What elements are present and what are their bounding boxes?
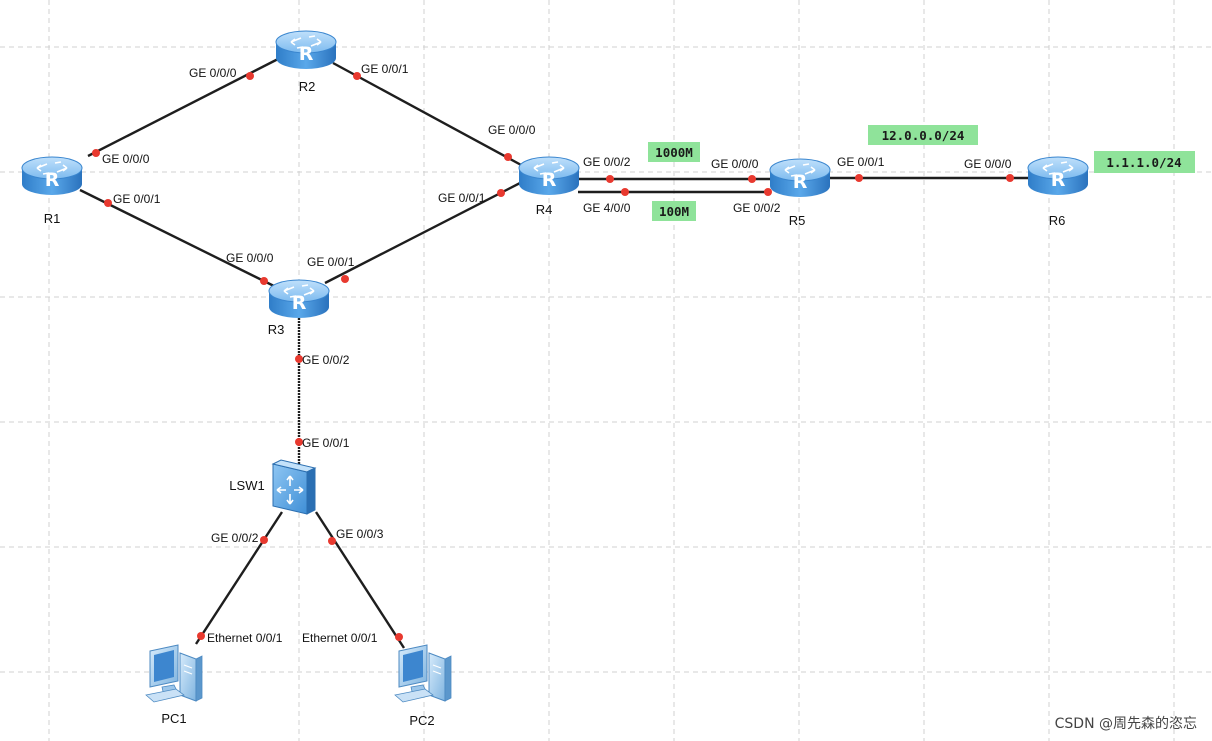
router-icon <box>1027 156 1089 196</box>
port-label-pc1-eth: Ethernet 0/0/1 <box>207 631 283 645</box>
link-r1-r3[interactable] <box>79 188 279 290</box>
port-label-r5-ge002: GE 0/0/2 <box>733 201 781 215</box>
port-label-r6-ge000: GE 0/0/0 <box>964 157 1012 171</box>
device-label-r1: R1 <box>44 211 61 226</box>
tag-background <box>1094 151 1195 173</box>
links <box>79 56 1028 649</box>
device-label-r2: R2 <box>299 79 316 94</box>
tag-1000m: 1000M <box>648 142 700 162</box>
port-label-lsw1-ge003: GE 0/0/3 <box>336 527 384 541</box>
port-dot-lsw1-ge003[interactable] <box>328 537 336 545</box>
tag-background <box>648 142 700 162</box>
link-lsw1-pc1[interactable] <box>194 511 284 645</box>
link-lsw1-pc2[interactable] <box>314 511 406 649</box>
tag-label-net-r5-r6: 12.0.0.0/24 <box>882 128 965 143</box>
port-dot-r1-ge000[interactable] <box>92 149 100 157</box>
port-label-r3-ge000: GE 0/0/0 <box>226 251 274 265</box>
port-dot-r4-ge000[interactable] <box>504 153 512 161</box>
tag-net-r5-r6: 12.0.0.0/24 <box>868 125 978 145</box>
port-labels: GE 0/0/0 GE 0/0/1 GE 0/0/0 GE 0/0/1 GE 0… <box>102 62 1012 645</box>
router-icon <box>268 279 330 319</box>
port-dot-r1-ge001[interactable] <box>104 199 112 207</box>
router-r3[interactable]: R3 <box>268 279 330 337</box>
router-icon <box>21 156 83 196</box>
watermark: CSDN @周先森的恣忘 <box>1055 716 1197 732</box>
device-label-pc1: PC1 <box>161 711 186 726</box>
port-dot-r3-ge002[interactable] <box>295 355 303 363</box>
router-icon <box>275 30 337 70</box>
device-label-r5: R5 <box>789 213 806 228</box>
tag-background <box>652 201 696 221</box>
port-label-pc2-eth: Ethernet 0/0/1 <box>302 631 378 645</box>
port-dot-r4-ge400[interactable] <box>621 188 629 196</box>
port-label-r4-ge001: GE 0/0/1 <box>438 191 486 205</box>
port-label-r3-ge001: GE 0/0/1 <box>307 255 355 269</box>
port-label-r2-ge001: GE 0/0/1 <box>361 62 409 76</box>
pc-icon <box>145 644 203 703</box>
port-dot-r6-ge000[interactable] <box>1006 174 1014 182</box>
router-r4[interactable]: R4 <box>518 156 580 217</box>
port-label-r3-ge002: GE 0/0/2 <box>302 353 350 367</box>
pc-pc1[interactable]: PC1 <box>145 644 203 726</box>
tag-label-1000m: 1000M <box>655 145 693 160</box>
device-label-r3: R3 <box>268 322 285 337</box>
port-dot-r5-ge001[interactable] <box>855 174 863 182</box>
port-dot-r2-ge000[interactable] <box>246 72 254 80</box>
port-label-r1-ge001: GE 0/0/1 <box>113 192 161 206</box>
port-dot-r2-ge001[interactable] <box>353 72 361 80</box>
device-label-r4: R4 <box>536 202 553 217</box>
router-icon <box>769 158 831 198</box>
port-label-lsw1-ge002: GE 0/0/2 <box>211 531 259 545</box>
port-dot-lsw1-ge002[interactable] <box>260 536 268 544</box>
port-dot-r4-ge001[interactable] <box>497 189 505 197</box>
port-dot-lsw1-ge001[interactable] <box>295 438 303 446</box>
port-dot-pc1-eth[interactable] <box>197 632 205 640</box>
router-r2[interactable]: R2 <box>275 30 337 94</box>
pc-icon <box>394 644 452 703</box>
device-label-r6: R6 <box>1049 213 1066 228</box>
port-label-r5-ge000: GE 0/0/0 <box>711 157 759 171</box>
switch-lsw1[interactable]: LSW1 <box>229 459 316 515</box>
port-dot-r5-ge002[interactable] <box>764 188 772 196</box>
port-label-lsw1-ge001: GE 0/0/1 <box>302 436 350 450</box>
router-icon <box>518 156 580 196</box>
tag-label-net-r6: 1.1.1.0/24 <box>1106 155 1181 170</box>
tag-100m: 100M <box>652 201 696 221</box>
port-dots <box>92 72 1014 641</box>
port-label-r4-ge000: GE 0/0/0 <box>488 123 536 137</box>
tag-background <box>868 125 978 145</box>
port-label-r2-ge000: GE 0/0/0 <box>189 66 237 80</box>
port-dot-r3-ge001[interactable] <box>341 275 349 283</box>
tag-label-100m: 100M <box>659 204 689 219</box>
router-r5[interactable]: R5 <box>769 158 831 228</box>
tag-net-r6: 1.1.1.0/24 <box>1094 151 1195 173</box>
port-dot-r3-ge000[interactable] <box>260 277 268 285</box>
port-dot-r4-ge002[interactable] <box>606 175 614 183</box>
port-label-r1-ge000: GE 0/0/0 <box>102 152 150 166</box>
port-label-r4-ge002: GE 0/0/2 <box>583 155 631 169</box>
device-label-pc2: PC2 <box>409 713 434 728</box>
router-r1[interactable]: R1 <box>21 156 83 226</box>
port-label-r4-ge400: GE 4/0/0 <box>583 201 631 215</box>
link-r3-r4[interactable] <box>324 180 523 285</box>
device-label-lsw1: LSW1 <box>229 478 264 493</box>
router-r6[interactable]: R6 <box>1027 156 1089 228</box>
port-dot-r5-ge000[interactable] <box>748 175 756 183</box>
pc-pc2[interactable]: PC2 <box>394 644 452 728</box>
port-dot-pc2-eth[interactable] <box>395 633 403 641</box>
link-r2-r4[interactable] <box>332 61 524 168</box>
switch-icon <box>272 459 316 515</box>
port-label-r5-ge001: GE 0/0/1 <box>837 155 885 169</box>
